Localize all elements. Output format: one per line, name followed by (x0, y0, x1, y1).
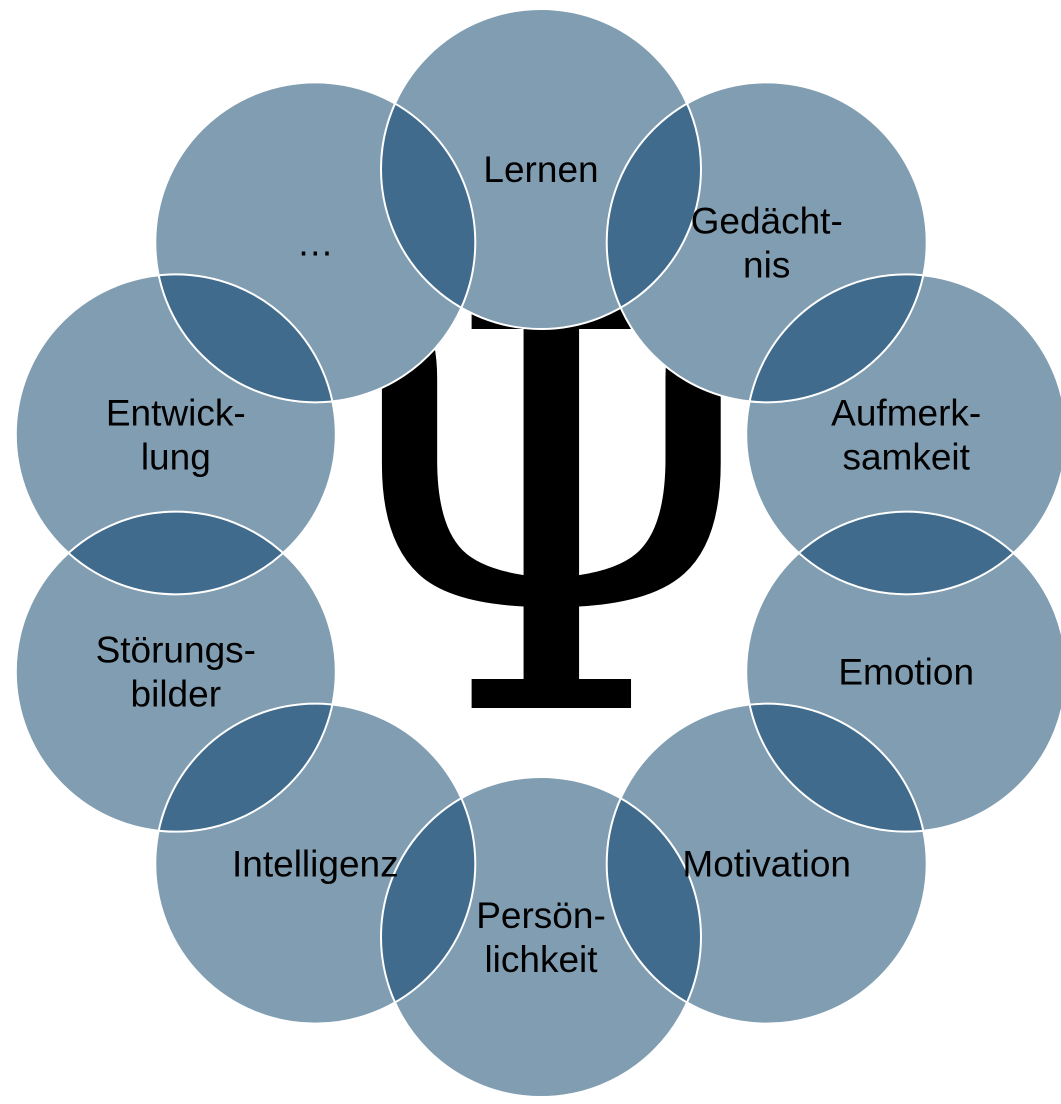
label-line: bilder (131, 674, 222, 715)
circle-outline-aufmerksamkeit (745, 273, 1061, 596)
label-layer: LernenGedächt-nisAufmerk-samkeitEmotionM… (96, 149, 982, 980)
label-emotion: Emotion (838, 652, 974, 693)
label-line: Lernen (483, 149, 598, 190)
label-line: Entwick- (106, 392, 246, 433)
label-line: Motivation (682, 844, 851, 885)
circle-outline-ellipsis (154, 81, 477, 404)
label-ellipsis: … (297, 222, 334, 263)
circle-outline-intelligenz (154, 702, 477, 1025)
label-lernen: Lernen (483, 149, 598, 190)
label-line: Gedächt- (691, 200, 843, 241)
label-entwicklung: Entwick-lung (106, 392, 246, 477)
label-line: Emotion (838, 652, 974, 693)
label-line: Persön- (476, 895, 606, 936)
label-stoerungsbilder: Störungs-bilder (96, 630, 256, 715)
circle-outline-lernen (380, 8, 702, 330)
label-line: Aufmerk- (831, 392, 981, 433)
circle-outline-stoerungsbilder (14, 510, 337, 833)
outline-layer (14, 8, 1061, 1098)
label-line: samkeit (842, 436, 970, 477)
label-aufmerksamkeit: Aufmerk-samkeit (831, 392, 981, 477)
circle-outline-motivation (605, 702, 928, 1025)
overlap-intelligenz-stoerungsbilder (155, 703, 336, 832)
label-line: nis (743, 244, 790, 285)
label-line: Störungs- (96, 630, 256, 671)
label-line: Intelligenz (232, 844, 399, 885)
circle-outline-persoenlichkeit (380, 776, 702, 1098)
circle-outline-emotion (745, 510, 1061, 833)
label-line: lichkeit (484, 939, 598, 980)
label-gedaechtnis: Gedächt-nis (691, 200, 843, 285)
label-line: lung (141, 436, 211, 477)
overlap-emotion-motivation (746, 703, 927, 832)
label-persoenlichkeit: Persön-lichkeit (476, 895, 606, 980)
circle-outline-entwicklung (14, 273, 337, 596)
overlap-entwicklung-ellipsis (155, 274, 336, 403)
overlap-gedaechtnis-aufmerksamkeit (746, 274, 927, 403)
circle-outline-gedaechtnis (605, 81, 928, 404)
label-intelligenz: Intelligenz (232, 844, 399, 885)
label-motivation: Motivation (682, 844, 851, 885)
label-line: … (297, 222, 334, 263)
